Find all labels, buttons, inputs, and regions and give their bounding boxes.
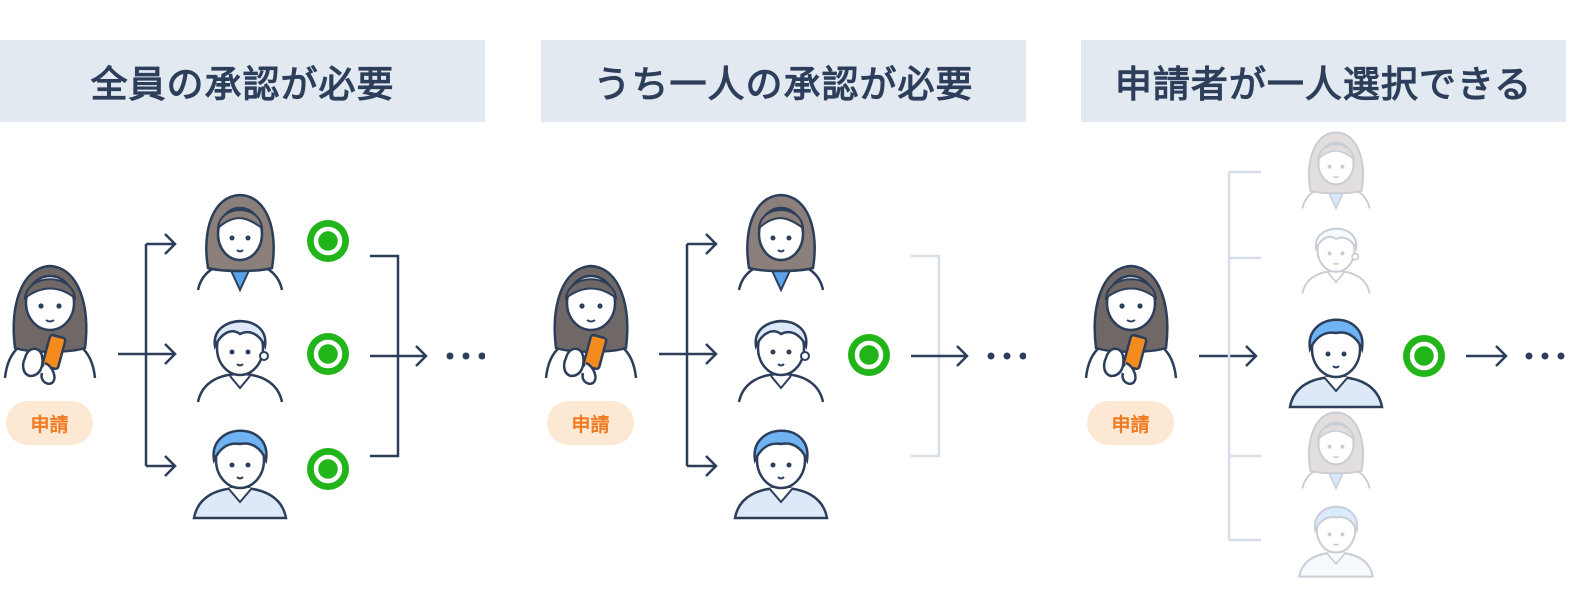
approval-circle-icon [848,334,890,376]
arrow-icon [687,455,718,477]
panel-title: 全員の承認が必要 [90,63,395,106]
panel-title: うち一人の承認が必要 [593,63,974,106]
applicant-figure [3,264,97,386]
panel-all-approval: 全員の承認が必要 [0,0,485,614]
arrow-icon [911,345,969,367]
applicant-figure [544,264,638,386]
merge-bracket [370,254,428,458]
ellipsis-icon [1525,352,1565,360]
flow-diagram [544,193,1026,520]
arrow-icon [705,343,718,365]
request-badge: 申請 [1087,401,1174,445]
arrow-icon [164,343,177,365]
panel-header: うち一人の承認が必要 [541,40,1026,122]
approval-circle-icon [307,448,349,490]
request-label: 申請 [1111,413,1150,436]
arrow-icon [687,233,718,255]
flow-diagram [1084,131,1565,578]
request-badge: 申請 [547,401,634,445]
approval-circle-icon [307,220,349,262]
panel-header: 申請者が一人選択できる [1081,40,1566,122]
applicant-figure [1084,264,1178,386]
approver-man-light [196,319,284,404]
arrow-icon [1199,345,1258,367]
arrow-icon [1466,345,1508,367]
request-label: 申請 [571,413,610,436]
ellipsis-icon [987,352,1026,360]
arrow-icon [146,233,177,255]
approval-circle-icon [1403,335,1445,377]
arrow-icon [146,455,177,477]
approver-man-blue [733,429,829,520]
faded-selection-bracket [1227,170,1261,542]
approver-selected [1288,318,1384,409]
approver-woman [196,193,284,292]
request-badge: 申請 [6,401,93,445]
request-label: 申請 [30,413,69,436]
approver-faded [1301,411,1371,490]
approver-faded [1298,505,1374,578]
panel-title: 申請者が一人選択できる [1114,63,1533,106]
approver-woman [737,193,825,292]
approver-man-light [737,319,825,404]
flow-diagram [3,193,485,520]
panel-select-one: 申請者が一人選択できる 申請 [1081,0,1566,614]
approver-man-blue [192,429,288,520]
panel-one-approval: うち一人の承認が必要 申請 [541,0,1026,614]
panel-header: 全員の承認が必要 [0,40,485,122]
ellipsis-icon [446,352,485,360]
approver-faded [1301,227,1371,295]
approver-faded [1301,131,1371,210]
approval-circle-icon [307,333,349,375]
